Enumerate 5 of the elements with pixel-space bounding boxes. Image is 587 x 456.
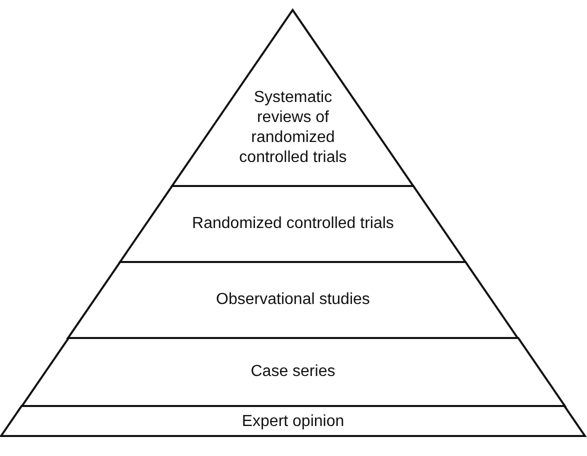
tier-label: Expert opinion — [240, 412, 346, 432]
tier-label: Case series — [250, 362, 336, 382]
tier-label: Systematic reviews of randomized controlled trials — [238, 88, 348, 168]
tier-label: Observational studies — [215, 290, 371, 310]
tier-label: Randomized controlled trials — [191, 214, 395, 234]
